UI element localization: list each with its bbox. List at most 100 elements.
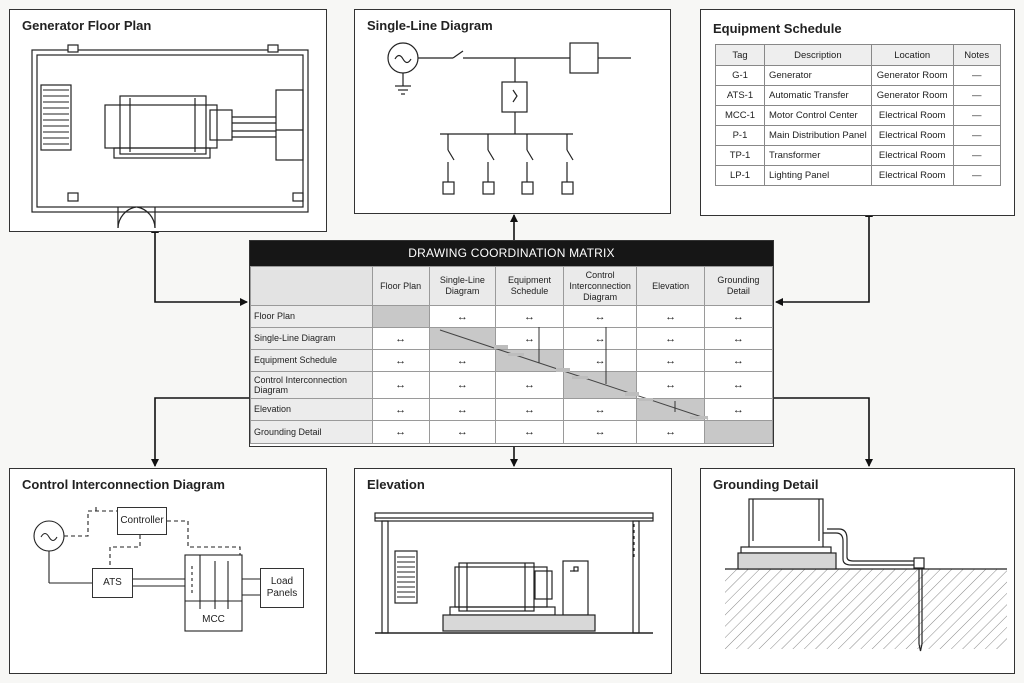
matrix-row-header: Single-Line Diagram <box>250 327 373 350</box>
matrix-diagonal-cell <box>371 305 430 328</box>
notes-cell: — <box>952 85 1001 106</box>
col-header-description: Description <box>764 44 872 66</box>
matrix-link-cell: ↔ <box>703 305 774 328</box>
notes-cell: — <box>952 165 1001 186</box>
floor-plan-title: Generator Floor Plan <box>22 18 152 33</box>
matrix-link-cell: ↔ <box>703 398 774 421</box>
matrix-link-cell: ↔ <box>428 371 497 399</box>
matrix-row-header: Floor Plan <box>250 305 373 328</box>
location-cell: Electrical Room <box>870 165 954 186</box>
single-line-panel: Single-Line Diagram <box>354 9 671 214</box>
matrix-row: Elevation↔↔↔↔↔ <box>250 398 774 421</box>
matrix-link-cell: ↔ <box>636 305 705 328</box>
matrix-link-cell: ↔ <box>703 327 774 350</box>
elevation-title: Elevation <box>367 477 425 492</box>
control-panel: Control Interconnection Diagram Controll… <box>9 468 327 674</box>
matrix-link-cell: ↔ <box>703 371 774 399</box>
equipment-schedule-panel: Equipment Schedule Tag Description Locat… <box>700 9 1015 216</box>
matrix-row-header: Grounding Detail <box>250 420 373 444</box>
matrix-row: Single-Line Diagram↔↔↔↔↔ <box>250 327 774 350</box>
matrix-diagonal-cell <box>636 398 705 421</box>
matrix-link-cell: ↔ <box>562 305 638 328</box>
matrix-col-header: Single-Line Diagram <box>428 266 497 306</box>
description-cell: Transformer <box>764 145 872 166</box>
matrix-diagonal-cell <box>703 420 774 444</box>
matrix-link-cell: ↔ <box>636 349 705 372</box>
floor-plan-drawing <box>31 44 309 229</box>
matrix-link-cell: ↔ <box>636 327 705 350</box>
notes-cell: — <box>952 65 1001 86</box>
tag-cell: ATS-1 <box>715 85 765 106</box>
control-title: Control Interconnection Diagram <box>22 477 225 492</box>
elevation-panel: Elevation <box>354 468 672 674</box>
matrix-row-header: Equipment Schedule <box>250 349 373 372</box>
matrix-link-cell: ↔ <box>495 371 564 399</box>
matrix-col-header: Control Interconnection Diagram <box>562 266 638 306</box>
matrix-link-cell: ↔ <box>495 398 564 421</box>
load-panels-box: Load Panels <box>260 568 304 608</box>
tag-cell: MCC-1 <box>715 105 765 126</box>
equipment-schedule-title: Equipment Schedule <box>713 21 842 36</box>
col-header-notes: Notes <box>952 44 1001 66</box>
location-cell: Electrical Room <box>870 105 954 126</box>
col-header-location: Location <box>870 44 954 66</box>
tag-cell: TP-1 <box>715 145 765 166</box>
matrix-row-header: Control Interconnection Diagram <box>250 371 373 399</box>
matrix-diagonal-cell <box>495 349 564 372</box>
matrix-col-header: Floor Plan <box>371 266 430 306</box>
matrix-row: Grounding Detail↔↔↔↔↔ <box>250 420 774 444</box>
controller-box: Controller <box>117 507 167 535</box>
tag-cell: LP-1 <box>715 165 765 186</box>
notes-cell: — <box>952 145 1001 166</box>
matrix-link-cell: ↔ <box>495 327 564 350</box>
matrix-link-cell: ↔ <box>428 398 497 421</box>
matrix-col-header: Elevation <box>636 266 705 306</box>
col-header-tag: Tag <box>715 44 765 66</box>
matrix-diagonal-cell <box>562 371 638 399</box>
tag-cell: G-1 <box>715 65 765 86</box>
matrix-row: Equipment Schedule↔↔↔↔↔ <box>250 349 774 372</box>
matrix-link-cell: ↔ <box>495 420 564 444</box>
location-cell: Generator Room <box>870 85 954 106</box>
matrix-corner-cell <box>250 266 373 306</box>
grounding-panel: Grounding Detail <box>700 468 1015 674</box>
matrix-title: DRAWING COORDINATION MATRIX <box>250 241 773 266</box>
matrix-link-cell: ↔ <box>636 420 705 444</box>
arrow-matrix-grounding <box>774 397 873 467</box>
location-cell: Generator Room <box>870 65 954 86</box>
arrow-matrix-control <box>151 397 249 467</box>
grounding-title: Grounding Detail <box>713 477 819 492</box>
matrix-link-cell: ↔ <box>371 349 430 372</box>
matrix-diagonal-cell <box>428 327 497 350</box>
matrix-link-cell: ↔ <box>636 371 705 399</box>
matrix-link-cell: ↔ <box>562 398 638 421</box>
matrix-link-cell: ↔ <box>495 305 564 328</box>
matrix-col-header: Grounding Detail <box>703 266 774 306</box>
mcc-label: MCC <box>202 613 225 625</box>
elevation-drawing <box>374 512 654 634</box>
description-cell: Lighting Panel <box>764 165 872 186</box>
notes-cell: — <box>952 125 1001 146</box>
ats-box: ATS <box>92 568 133 598</box>
description-cell: Generator <box>764 65 872 86</box>
notes-cell: — <box>952 105 1001 126</box>
matrix-link-cell: ↔ <box>428 420 497 444</box>
matrix-link-cell: ↔ <box>371 371 430 399</box>
floor-plan-panel: Generator Floor Plan <box>9 9 327 232</box>
description-cell: Automatic Transfer <box>764 85 872 106</box>
grounding-drawing <box>725 498 1007 652</box>
single-line-title: Single-Line Diagram <box>367 18 493 33</box>
arrow-floorplan-matrix <box>151 225 248 306</box>
matrix-link-cell: ↔ <box>562 349 638 372</box>
matrix-link-cell: ↔ <box>703 349 774 372</box>
matrix-col-header: Equipment Schedule <box>495 266 564 306</box>
location-cell: Electrical Room <box>870 145 954 166</box>
